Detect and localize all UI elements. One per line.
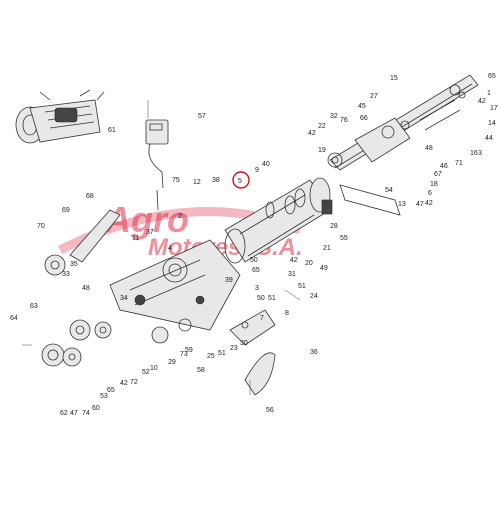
part-callout-16: 16 [470,150,478,157]
part-callout-14: 14 [488,120,496,127]
part-callout-42: 42 [478,98,486,105]
part-callout-46: 46 [440,163,448,170]
part-callout-11: 11 [132,235,139,242]
part-callout-58: 58 [197,367,205,374]
part-callout-6: 6 [428,190,432,197]
part-callout-44: 44 [485,135,493,142]
part-callout-27: 27 [370,93,378,100]
part-callout-32: 32 [330,113,338,120]
control-box-drawing [145,100,169,211]
part-callout-66: 66 [360,115,368,122]
central-cylinder [224,177,333,264]
part-callout-74: 74 [82,410,90,417]
part-callout-23: 23 [230,345,238,352]
part-callout-40: 40 [262,161,270,168]
part-callout-1: 1 [487,90,491,97]
part-callout-22: 22 [318,123,326,130]
part-callout-71: 71 [455,160,463,167]
part-callout-54: 54 [385,187,393,194]
part-callout-56: 56 [266,407,274,414]
part-callout-18: 18 [430,181,438,188]
part-callout-59: 59 [185,347,193,354]
part-callout-42: 42 [120,380,128,387]
part-callout-8: 8 [285,310,289,317]
part-callout-65: 65 [488,73,496,80]
inset-machine-drawing [15,89,105,144]
part-callout-29: 29 [168,359,176,366]
bracket-and-guard [229,289,301,396]
part-callout-36: 36 [310,349,318,356]
part-callout-31: 31 [288,271,296,278]
part-callout-3: 3 [255,285,259,292]
part-callout-35: 35 [70,261,78,268]
part-callout-19: 19 [318,147,326,154]
part-callout-63: 63 [30,303,38,310]
part-callout-57: 57 [198,113,206,120]
part-callout-50: 50 [250,257,258,264]
part-callout-15: 15 [390,75,398,82]
part-callout-47: 47 [70,410,78,417]
part-callout-25: 25 [207,353,215,360]
part-callout-42: 42 [308,130,316,137]
part-callout-45: 45 [358,103,366,110]
part-callout-7: 7 [260,315,264,322]
highlight-label: 5 [238,178,242,185]
part-callout-65: 65 [252,267,260,274]
part-callout-72: 72 [130,379,138,386]
watermark-line1: Agro [104,199,189,240]
main-chassis [69,209,241,331]
part-callout-34: 34 [120,295,128,302]
part-callout-10: 10 [150,365,158,372]
part-callout-76: 76 [340,117,348,124]
part-callout-37: 37 [146,229,154,236]
part-callout-30: 30 [240,340,248,347]
part-callout-51: 51 [298,283,306,290]
part-callout-67: 67 [434,171,442,178]
part-callout-49: 49 [320,265,328,272]
part-callout-51: 51 [268,295,276,302]
part-callout-50: 50 [257,295,265,302]
highlight-marker-5[interactable]: 5 [232,171,250,189]
part-callout-4: 4 [168,245,172,252]
part-callout-17: 17 [490,105,498,112]
part-callout-53: 53 [100,393,108,400]
part-callout-24: 24 [310,293,318,300]
part-callout-64: 64 [10,315,18,322]
part-callout-55: 55 [340,235,348,242]
part-callout-68: 68 [86,193,94,200]
part-callout-38: 38 [212,177,220,184]
part-callout-39: 39 [225,277,233,284]
part-callout-69: 69 [62,207,70,214]
part-callout-42: 42 [290,257,298,264]
part-callout-13: 13 [398,201,406,208]
part-callout-33: 33 [62,271,70,278]
gear-set [22,254,192,367]
part-callout-62: 62 [60,410,68,417]
part-callout-2: 2 [178,213,182,220]
part-callout-28: 28 [330,223,338,230]
part-callout-48: 48 [82,285,90,292]
part-callout-9: 9 [255,167,259,174]
part-callout-73: 73 [180,351,188,358]
part-callout-3: 3 [478,150,482,157]
part-callout-75: 75 [172,177,180,184]
part-callouts: 6514217141544483456627327622421961571671… [10,73,498,417]
part-callout-61: 61 [108,127,116,134]
part-callout-42: 42 [425,200,433,207]
part-callout-51: 51 [218,350,226,357]
part-callout-70: 70 [37,223,45,230]
right-shaft-assembly [327,74,479,216]
part-callout-48: 48 [425,145,433,152]
part-callout-12: 12 [193,179,201,186]
part-callout-21: 21 [323,245,331,252]
part-callout-60: 60 [92,405,100,412]
part-callout-20: 20 [305,260,313,267]
part-callout-65: 65 [107,387,115,394]
part-callout-52: 52 [142,369,150,376]
part-callout-47: 47 [416,201,424,208]
